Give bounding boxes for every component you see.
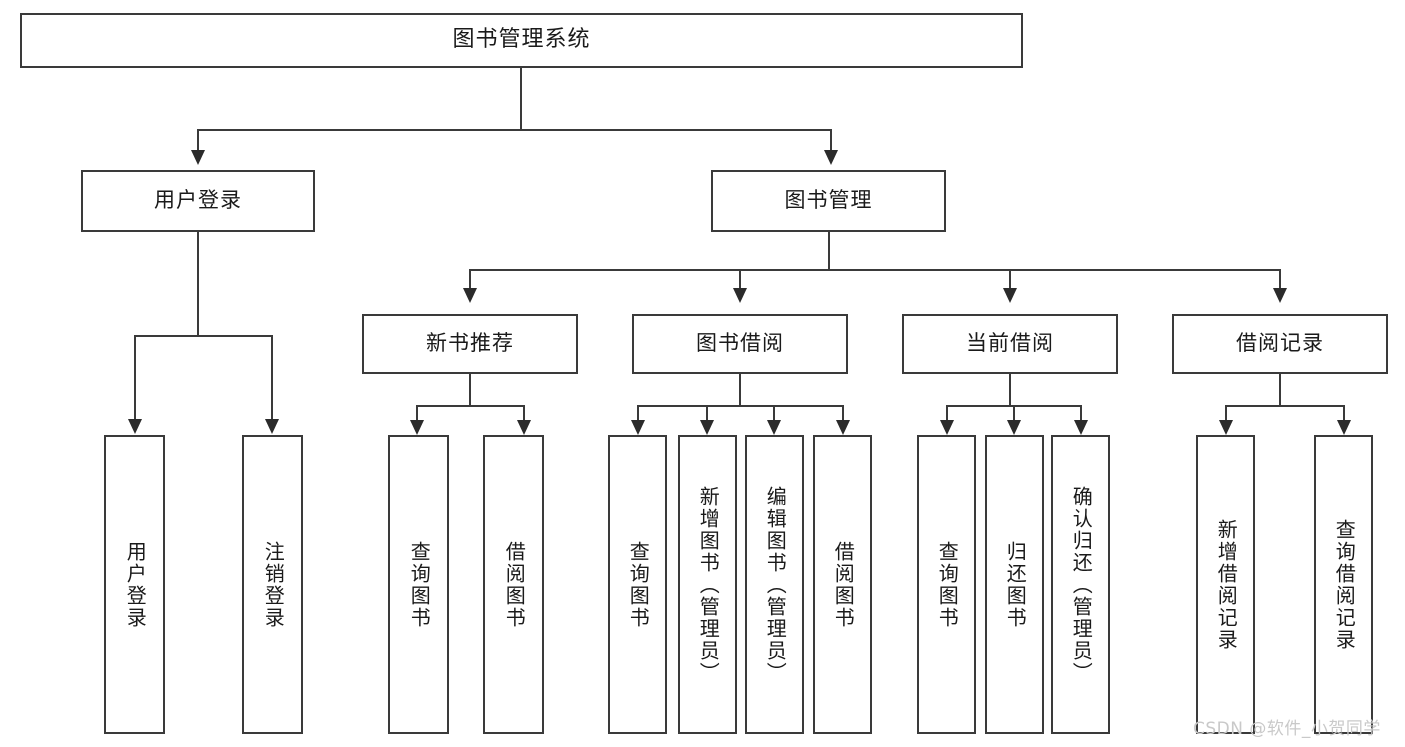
arrow-to-leaf-query-book-1 — [410, 420, 424, 435]
connector-root-drop-right — [830, 129, 832, 151]
connector-book-borrow-drop-3 — [773, 405, 775, 421]
leaf-user-login[interactable]: 用户登录 — [104, 435, 165, 734]
connector-root-stem — [520, 68, 522, 130]
leaf-query-book-borrow[interactable]: 查询图书 — [608, 435, 667, 734]
arrow-to-leaf-borrow-book-1 — [517, 420, 531, 435]
leaf-query-borrow-record[interactable]: 查询借阅记录 — [1314, 435, 1373, 734]
connector-book-manage-drop-2 — [739, 269, 741, 289]
connector-book-borrow-stem — [739, 374, 741, 406]
arrow-to-leaf-confirm-return — [1074, 420, 1088, 435]
leaf-borrow-book-newrec[interactable]: 借阅图书 — [483, 435, 544, 734]
leaf-edit-book-admin[interactable]: 编辑图书（管理员） — [745, 435, 804, 734]
connector-book-manage-drop-3 — [1009, 269, 1011, 289]
leaf-query-book-newrec[interactable]: 查询图书 — [388, 435, 449, 734]
leaf-return-book[interactable]: 归还图书 — [985, 435, 1044, 734]
connector-root-drop-left — [197, 129, 199, 151]
connector-new-book-rec-drop-2 — [523, 405, 525, 421]
arrow-to-leaf-add-book — [700, 420, 714, 435]
leaf-confirm-return-admin[interactable]: 确认归还（管理员） — [1051, 435, 1110, 734]
connector-book-manage-drop-1 — [469, 269, 471, 289]
connector-new-book-rec-drop-1 — [416, 405, 418, 421]
arrow-to-book-borrow — [733, 288, 747, 303]
arrow-to-leaf-borrow-book-2 — [836, 420, 850, 435]
arrow-to-leaf-query-record — [1337, 420, 1351, 435]
node-root-system[interactable]: 图书管理系统 — [20, 13, 1023, 68]
leaf-logout[interactable]: 注销登录 — [242, 435, 303, 734]
arrow-to-book-manage — [824, 150, 838, 165]
arrow-to-user-login — [191, 150, 205, 165]
connector-user-login-bar — [134, 335, 272, 337]
connector-borrow-record-drop-1 — [1225, 405, 1227, 421]
leaf-add-borrow-record[interactable]: 新增借阅记录 — [1196, 435, 1255, 734]
arrow-to-leaf-user-login — [128, 419, 142, 434]
connector-user-login-drop-2 — [271, 335, 273, 420]
arrow-to-leaf-return-book — [1007, 420, 1021, 435]
arrow-to-leaf-add-record — [1219, 420, 1233, 435]
connector-borrow-record-stem — [1279, 374, 1281, 406]
connector-new-book-rec-stem — [469, 374, 471, 406]
arrow-to-new-book-rec — [463, 288, 477, 303]
connector-book-borrow-drop-2 — [706, 405, 708, 421]
arrow-to-current-borrow — [1003, 288, 1017, 303]
node-book-manage[interactable]: 图书管理 — [711, 170, 946, 232]
connector-book-manage-stem — [828, 232, 830, 270]
connector-current-borrow-stem — [1009, 374, 1011, 406]
leaf-borrow-book-borrow[interactable]: 借阅图书 — [813, 435, 872, 734]
connector-current-borrow-drop-2 — [1013, 405, 1015, 421]
connector-borrow-record-bar — [1225, 405, 1344, 407]
connector-book-borrow-bar — [637, 405, 843, 407]
arrow-to-leaf-query-book-2 — [631, 420, 645, 435]
leaf-query-book-current[interactable]: 查询图书 — [917, 435, 976, 734]
arrow-to-leaf-query-book-3 — [940, 420, 954, 435]
connector-book-borrow-drop-4 — [842, 405, 844, 421]
node-current-borrow[interactable]: 当前借阅 — [902, 314, 1118, 374]
leaf-add-book-admin[interactable]: 新增图书（管理员） — [678, 435, 737, 734]
connector-book-manage-drop-4 — [1279, 269, 1281, 289]
node-borrow-record[interactable]: 借阅记录 — [1172, 314, 1388, 374]
node-new-book-recommend[interactable]: 新书推荐 — [362, 314, 578, 374]
arrow-to-borrow-record — [1273, 288, 1287, 303]
arrow-to-leaf-edit-book — [767, 420, 781, 435]
connector-current-borrow-drop-3 — [1080, 405, 1082, 421]
node-book-borrow[interactable]: 图书借阅 — [632, 314, 848, 374]
connector-book-manage-bar — [469, 269, 1281, 271]
arrow-to-leaf-logout — [265, 419, 279, 434]
connector-current-borrow-drop-1 — [946, 405, 948, 421]
connector-borrow-record-drop-2 — [1343, 405, 1345, 421]
connector-user-login-stem — [197, 232, 199, 336]
connector-root-bar — [197, 129, 832, 131]
connector-new-book-rec-bar — [416, 405, 524, 407]
csdn-watermark: CSDN @软件_小贺同学 — [1193, 719, 1381, 739]
connector-user-login-drop-1 — [134, 335, 136, 420]
connector-book-borrow-drop-1 — [637, 405, 639, 421]
node-user-login[interactable]: 用户登录 — [81, 170, 315, 232]
